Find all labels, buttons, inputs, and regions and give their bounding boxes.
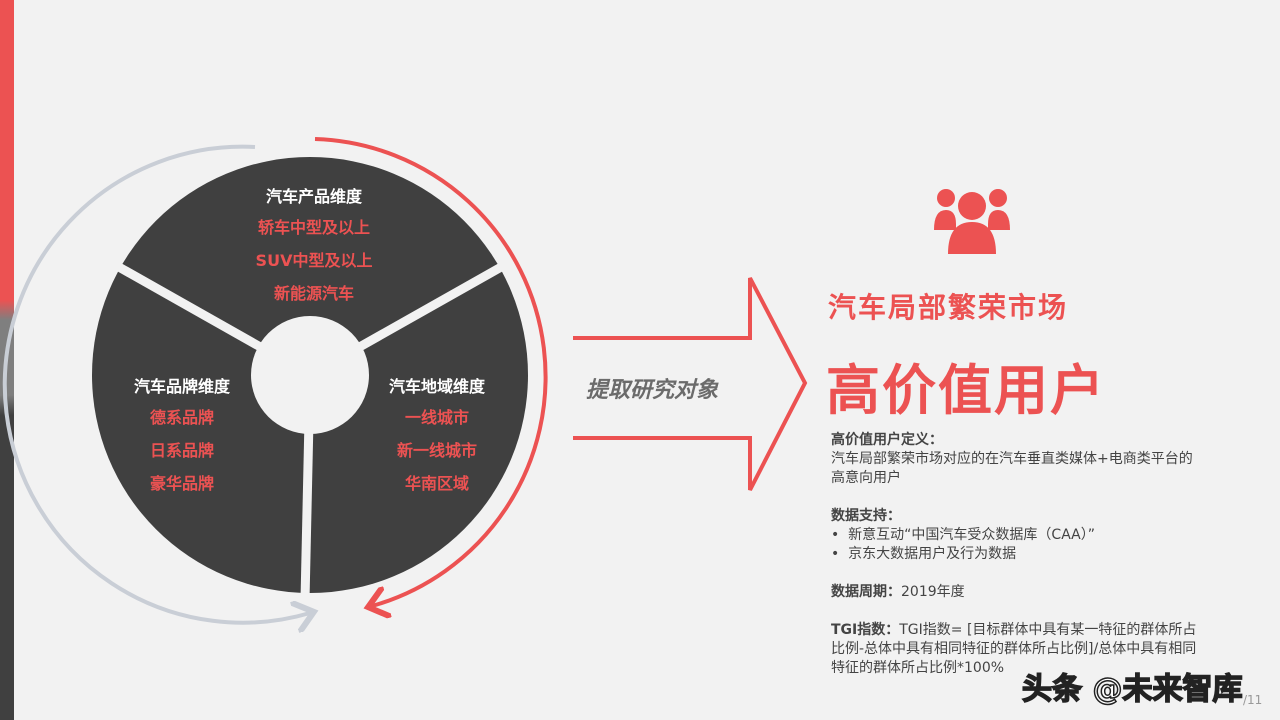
segment-title: 汽车产品维度	[265, 187, 362, 206]
segment-item: 新能源汽车	[273, 284, 354, 303]
definition-text: 汽车局部繁荣市场对应的在汽车垂直类媒体+电商类平台的高意向用户	[831, 451, 1193, 486]
result-subtitle: 汽车局部繁荣市场	[828, 291, 1069, 324]
page-number: /11	[1243, 693, 1263, 707]
tgi-line: TGI指数：TGI指数= [目标群体中具有某一特征的群体所占比例-总体中具有相同…	[831, 621, 1201, 678]
watermark: 头条 @未来智库	[1021, 671, 1243, 708]
cycle-arc-gray	[2, 144, 310, 623]
segment-item: 豪华品牌	[149, 474, 214, 493]
segment-product: 汽车产品维度 轿车中型及以上 SUV中型及以上 新能源汽车	[214, 187, 414, 310]
segment-region: 汽车地域维度 一线城市 新一线城市 华南区域	[357, 377, 517, 500]
wheel-hub	[251, 316, 369, 434]
tgi-text: TGI指数= [目标群体中具有某一特征的群体所占比例-总体中具有相同特征的群体所…	[831, 622, 1197, 676]
data-item-text: 新意互动“中国汽车受众数据库（CAA）”	[848, 527, 1095, 543]
segment-item: SUV中型及以上	[255, 251, 373, 270]
cycle-arc-red	[314, 137, 548, 606]
data-item-text: 京东大数据用户及行为数据	[848, 546, 1017, 562]
users-group-icon	[934, 189, 1010, 254]
segment-item: 德系品牌	[149, 408, 214, 427]
segment-item: 华南区域	[404, 474, 469, 493]
segment-title: 汽车品牌维度	[133, 377, 230, 396]
segment-title: 汽车地域维度	[388, 377, 485, 396]
arrow-outline	[573, 277, 808, 491]
notes: 高价值用户定义： 汽车局部繁荣市场对应的在汽车垂直类媒体+电商类平台的高意向用户…	[831, 431, 1201, 678]
data-item: • 新意互动“中国汽车受众数据库（CAA）”	[831, 527, 1095, 543]
segment-item: 一线城市	[404, 408, 469, 427]
period-value: 2019年度	[901, 584, 965, 600]
result-title: 高价值用户	[826, 359, 1106, 422]
tgi-label: TGI指数：	[831, 622, 900, 638]
period-label: 数据周期：	[831, 584, 901, 600]
data-item: • 京东大数据用户及行为数据	[831, 546, 1017, 562]
segment-brand: 汽车品牌维度 德系品牌 日系品牌 豪华品牌	[102, 377, 262, 500]
arrow-label: 提取研究对象	[586, 378, 719, 403]
data-label: 数据支持：	[831, 508, 901, 524]
period-line: 数据周期：2019年度	[831, 583, 1201, 602]
dimension-wheel	[2, 137, 548, 720]
segment-item: 日系品牌	[149, 441, 214, 460]
definition-label: 高价值用户定义：	[831, 432, 943, 448]
segment-item: 新一线城市	[396, 441, 477, 460]
segment-item: 轿车中型及以上	[257, 218, 370, 237]
